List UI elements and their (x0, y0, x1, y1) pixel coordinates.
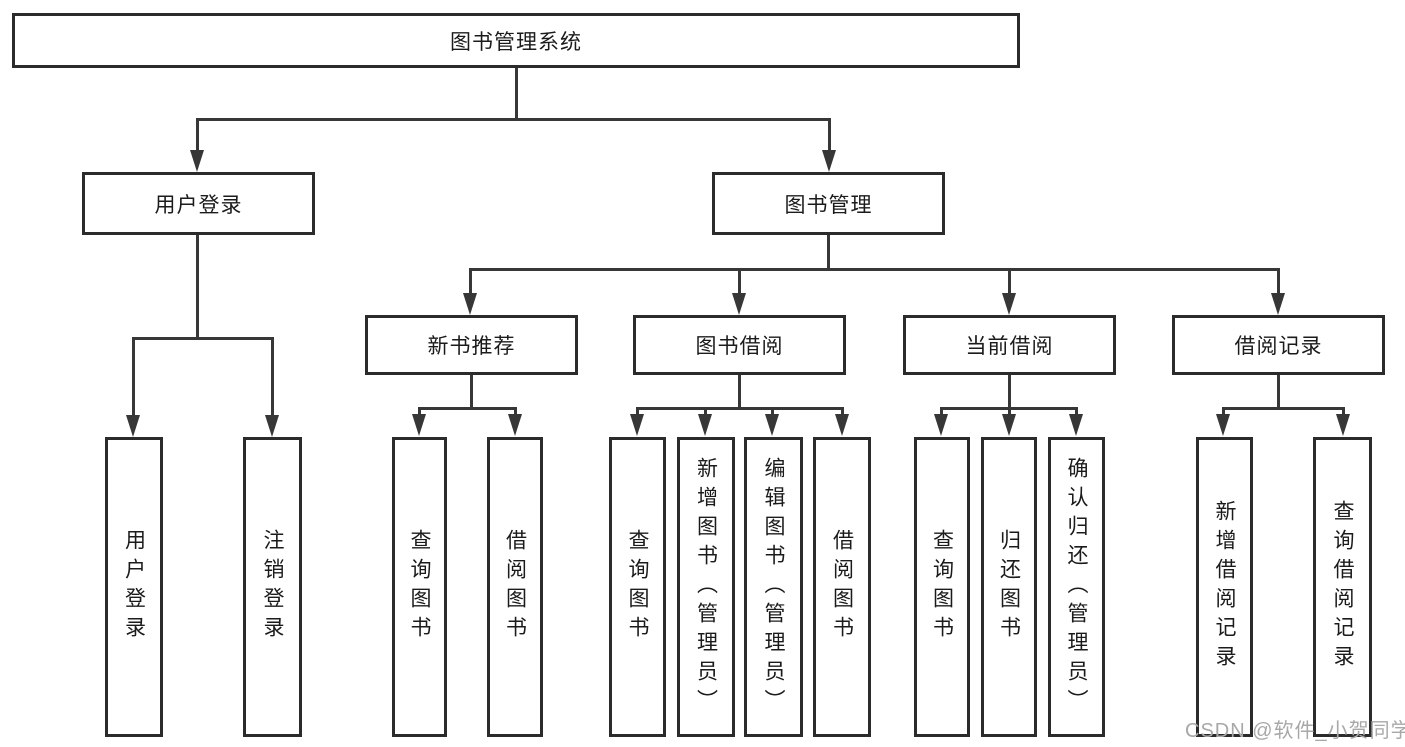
arrow-down-icon (1216, 414, 1230, 436)
node-user-login: 用户登录 (82, 172, 315, 235)
connector-line (469, 268, 472, 294)
leaf-add-borrow-record: 新增借阅记录 (1196, 437, 1253, 737)
connector-line (704, 407, 707, 417)
arrow-down-icon (463, 293, 477, 315)
node-book-borrow: 图书借阅 (633, 315, 846, 375)
connector-line (132, 337, 135, 415)
connector-line (515, 68, 518, 119)
leaf-current-query-books: 查询图书 (914, 437, 970, 737)
arrow-down-icon (265, 415, 279, 437)
leaf-logout: 注销登录 (243, 437, 302, 737)
leaf-return-books: 归还图书 (981, 437, 1037, 737)
connector-line (196, 118, 199, 152)
node-borrow-records: 借阅记录 (1172, 315, 1385, 375)
connector-line (418, 407, 421, 417)
connector-line (1277, 375, 1280, 408)
leaf-query-borrow-record: 查询借阅记录 (1313, 437, 1372, 737)
connector-line (827, 235, 830, 270)
connector-line (636, 407, 843, 410)
connector-line (1008, 375, 1011, 408)
connector-line (418, 407, 516, 410)
leaf-user-login: 用户登录 (105, 437, 163, 737)
node-book-management: 图书管理 (712, 172, 945, 235)
arrow-down-icon (1002, 293, 1016, 315)
connector-line (1342, 407, 1345, 417)
arrow-down-icon (934, 414, 948, 436)
leaf-edit-books-admin: 编辑图书（管理员） (744, 437, 803, 737)
arrow-down-icon (698, 414, 712, 436)
connector-line (828, 118, 831, 152)
arrow-down-icon (126, 415, 140, 437)
arrow-down-icon (765, 414, 779, 436)
leaf-confirm-return-admin: 确认归还（管理员） (1048, 437, 1105, 737)
arrow-down-icon (1069, 414, 1083, 436)
connector-line (771, 407, 774, 417)
arrow-down-icon (1002, 414, 1016, 436)
arrow-down-icon (508, 414, 522, 436)
connector-line (940, 407, 943, 417)
connector-line (636, 407, 639, 417)
arrow-down-icon (822, 150, 836, 172)
connector-line (1277, 268, 1280, 294)
connector-line (470, 375, 473, 408)
connector-line (196, 118, 830, 121)
arrow-down-icon (1271, 293, 1285, 315)
node-root: 图书管理系统 (12, 13, 1020, 68)
connector-line (514, 407, 517, 417)
leaf-recommend-query-books: 查询图书 (392, 437, 447, 737)
leaf-add-books-admin: 新增图书（管理员） (677, 437, 735, 737)
connector-line (841, 407, 844, 417)
connector-line (271, 337, 274, 415)
connector-line (1222, 407, 1344, 410)
arrow-down-icon (835, 414, 849, 436)
leaf-borrow-books: 借阅图书 (813, 437, 871, 737)
connector-line (1008, 407, 1011, 417)
connector-line (132, 337, 273, 340)
connector-line (738, 375, 741, 408)
connector-line (1222, 407, 1225, 417)
connector-line (1008, 268, 1011, 294)
node-new-book-recommend: 新书推荐 (365, 315, 578, 375)
arrow-down-icon (412, 414, 426, 436)
connector-line (1075, 407, 1078, 417)
arrow-down-icon (190, 150, 204, 172)
connector-line (196, 235, 199, 338)
connector-line (469, 268, 1279, 271)
arrow-down-icon (732, 293, 746, 315)
node-current-borrow: 当前借阅 (903, 315, 1116, 375)
connector-line (738, 268, 741, 294)
csdn-watermark: CSDN @软件_小贺同学 (1185, 720, 1405, 742)
arrow-down-icon (630, 414, 644, 436)
arrow-down-icon (1336, 414, 1350, 436)
leaf-borrow-query-books: 查询图书 (609, 437, 666, 737)
leaf-recommend-borrow-books: 借阅图书 (487, 437, 543, 737)
